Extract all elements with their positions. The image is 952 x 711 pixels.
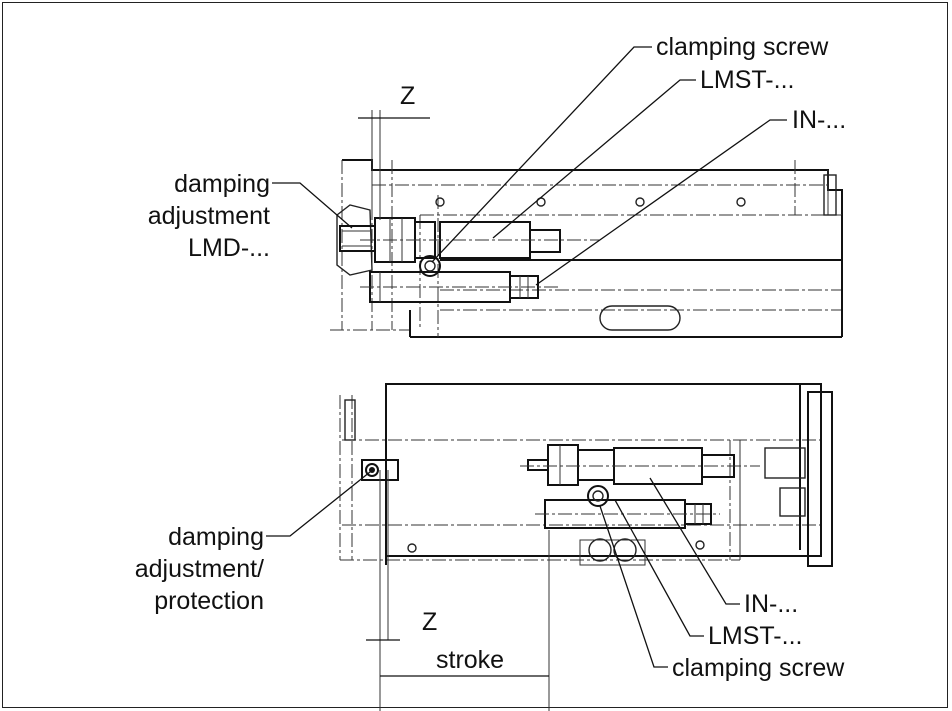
bottom-view <box>266 383 833 711</box>
top-damping-label-2: adjustment <box>148 202 270 230</box>
bottom-damping-label-2: adjustment/ <box>135 555 264 583</box>
top-z-label: Z <box>400 82 415 110</box>
top-clamping-screw <box>419 255 441 277</box>
top-damping-label-1: damping <box>174 170 270 198</box>
top-z-dimension <box>358 110 430 220</box>
bottom-lmst-sensor <box>520 444 760 486</box>
bottom-clamping-screw <box>579 485 646 566</box>
top-in-label: IN-... <box>792 106 846 134</box>
top-lmst-label: LMST-... <box>700 66 794 94</box>
top-clamping-screw-label: clamping screw <box>656 33 829 61</box>
bottom-clamping-screw-label: clamping screw <box>672 654 845 682</box>
bottom-lmst-label: LMST-... <box>708 622 802 650</box>
bottom-dimensions <box>366 470 550 711</box>
bottom-leaders <box>266 471 740 668</box>
labels: clamping screw LMST-... IN-... Z damping… <box>135 33 846 682</box>
bottom-damping-label-3: protection <box>154 587 264 615</box>
bottom-damping-screw <box>361 459 399 481</box>
top-in-sensor <box>360 271 560 303</box>
top-lmst-sensor <box>360 221 600 259</box>
top-mounting-holes <box>435 197 746 207</box>
bottom-in-label: IN-... <box>744 590 798 618</box>
top-damping-label-3: LMD-... <box>188 234 270 262</box>
bottom-slide-body <box>339 383 833 567</box>
top-leaders <box>272 46 787 286</box>
bottom-z-label: Z <box>422 608 437 636</box>
bottom-stroke-label: stroke <box>436 646 504 674</box>
top-slide-body <box>330 159 843 338</box>
bottom-damping-label-1: damping <box>168 523 264 551</box>
top-view <box>272 46 843 338</box>
